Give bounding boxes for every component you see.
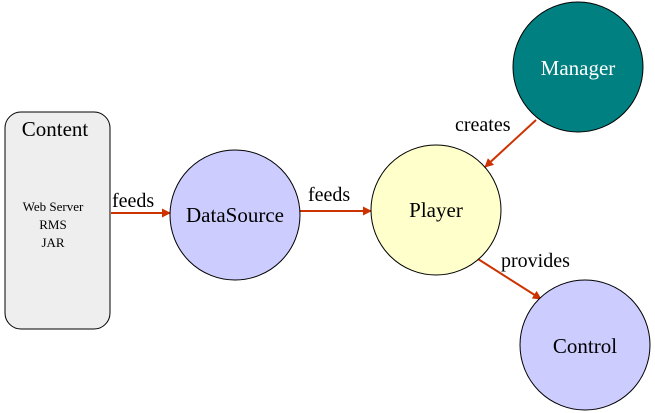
- edge-label-creates: creates: [455, 114, 511, 136]
- player-circle: [370, 144, 502, 276]
- datasource-label: DataSource: [186, 203, 284, 227]
- manager-circle: [512, 1, 644, 133]
- manager-label: Manager: [541, 56, 616, 80]
- edge-label-datasource-feeds: feeds: [308, 184, 350, 206]
- content-title: Content: [22, 117, 89, 141]
- datasource-circle: [169, 149, 301, 281]
- content-box: [4, 111, 111, 330]
- content-item-jar: JAR: [41, 235, 64, 250]
- arrow-manager-to-player: [484, 119, 537, 168]
- edge-label-provides: provides: [501, 250, 570, 272]
- player-node: Player: [370, 144, 502, 276]
- content-item-rms: RMS: [39, 217, 66, 232]
- content-node: Content Web Server RMS JAR: [4, 111, 111, 330]
- control-circle: [519, 279, 651, 411]
- control-node: Control: [519, 279, 651, 411]
- content-item-web-server: Web Server: [23, 199, 84, 214]
- player-label: Player: [409, 198, 463, 222]
- datasource-node: DataSource: [169, 149, 301, 281]
- manager-node: Manager: [512, 1, 644, 133]
- control-label: Control: [553, 334, 617, 358]
- edge-label-content-feeds: feeds: [112, 190, 154, 212]
- arrow-player-to-control: [477, 258, 542, 300]
